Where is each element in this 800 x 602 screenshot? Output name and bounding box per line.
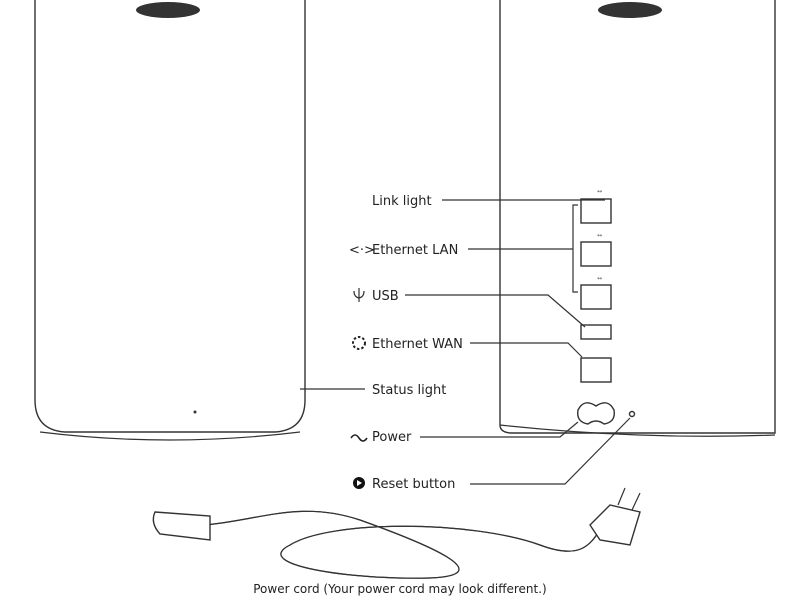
label-status-light: Status light <box>372 383 446 398</box>
label-power: Power <box>372 430 412 445</box>
power-cord <box>152 487 641 579</box>
usb-icon <box>353 288 365 302</box>
cord-plug <box>589 504 641 546</box>
ethernet-lan-ports: ↔ ↔ ↔ <box>572 188 612 310</box>
label-usb: USB <box>372 289 399 304</box>
lan-port-3 <box>580 284 612 310</box>
label-reset-button: Reset button <box>372 477 455 492</box>
svg-text:↔: ↔ <box>597 232 602 239</box>
svg-text:↔: ↔ <box>597 275 602 282</box>
svg-text:↔: ↔ <box>597 188 602 195</box>
power-socket <box>577 402 615 425</box>
reset-button <box>628 410 636 418</box>
label-ethernet-wan: Ethernet WAN <box>372 337 463 352</box>
ethernet-lan-icon: <·> <box>349 243 375 258</box>
cord-connector <box>152 511 211 541</box>
label-link-light: Link light <box>372 194 432 209</box>
caption: Power cord (Your power cord may look dif… <box>253 582 547 596</box>
wan-port <box>580 357 612 383</box>
lan-port-1 <box>580 198 612 224</box>
usb-port <box>580 324 612 340</box>
ethernet-wan-icon <box>352 336 366 350</box>
power-icon <box>350 434 368 442</box>
base-station-back: ↔ ↔ ↔ <box>499 0 776 437</box>
apple-logo-top <box>136 2 200 18</box>
lan-port-2 <box>580 241 612 267</box>
reset-icon <box>353 477 365 489</box>
base-station-front <box>34 0 306 441</box>
status-light <box>193 410 197 414</box>
label-ethernet-lan: Ethernet LAN <box>372 243 458 258</box>
